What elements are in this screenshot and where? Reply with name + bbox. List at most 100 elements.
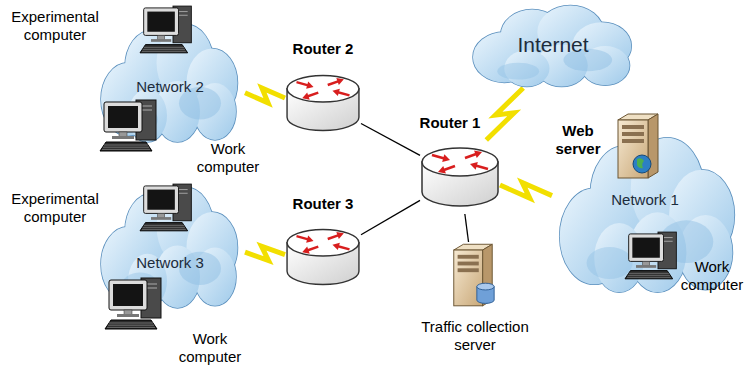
link-line (465, 214, 469, 242)
pc-screen (147, 190, 175, 210)
network-label: Network 1 (580, 191, 710, 209)
pc-keys (143, 49, 185, 50)
pc-monitor (144, 186, 179, 214)
pc-keys (104, 145, 148, 146)
pc-keys (103, 147, 149, 148)
router-label: Router 3 (280, 195, 366, 213)
pc-keys (142, 51, 186, 52)
server-bay (622, 132, 644, 136)
pc-keys (144, 47, 184, 48)
device-label: Work computer (188, 140, 268, 176)
server-bay (458, 268, 479, 272)
pc-shape (140, 2, 195, 56)
device-label: Experimental computer (3, 190, 107, 226)
pc-keys (629, 273, 669, 274)
server-shape (448, 242, 498, 310)
pc-keys (142, 229, 186, 230)
pc-screen (108, 106, 138, 128)
pc-base (117, 314, 139, 317)
pc-base (112, 136, 134, 139)
network-cloud: Network 2Experimental computerWork compu… (95, 22, 245, 144)
pc-keyboard (105, 320, 157, 329)
router-icon: Router 3 (285, 222, 361, 292)
router-shape (420, 140, 500, 214)
pc-keyboard (140, 223, 188, 231)
pc-keys (144, 225, 184, 226)
pc-monitor (629, 234, 664, 261)
router-arrowhead (442, 154, 450, 162)
router-arrowhead (336, 232, 344, 239)
router-arrowhead (470, 162, 478, 170)
server-bay (458, 255, 479, 259)
router-arrowhead (438, 166, 446, 174)
router-top (287, 76, 359, 102)
cloud-fill (473, 5, 631, 86)
pc-shape (100, 98, 160, 152)
router-arrowhead (336, 78, 344, 85)
wireless-link (500, 182, 552, 198)
router-arrowhead (302, 246, 310, 253)
router-top (422, 148, 498, 176)
pc-keyboard (100, 142, 152, 151)
computer-icon: Work computer (100, 98, 160, 152)
router-arrows (432, 151, 488, 174)
link-line (361, 124, 420, 156)
pc-base (151, 217, 171, 220)
pc-keys (143, 227, 185, 228)
pc-keys (108, 325, 154, 326)
device-label: Work computer (170, 330, 250, 366)
router-arrowhead (332, 89, 339, 96)
computer-icon: Work computer (625, 228, 680, 282)
globe-land (637, 158, 644, 168)
pc-keys (628, 275, 670, 276)
router-icon: Router 2 (285, 68, 361, 138)
cloud-fill (101, 187, 238, 308)
pc-screen (147, 12, 175, 32)
router-arrowhead (302, 92, 310, 99)
router-shape (285, 222, 361, 292)
cloud-outline (101, 24, 238, 142)
globe-icon (633, 155, 651, 173)
pc-keyboard (625, 271, 673, 279)
router-arrowhead (332, 243, 339, 250)
network-cloud: Network 3Experimental computerWork compu… (95, 185, 245, 310)
wireless-link (486, 88, 523, 140)
database-top (477, 283, 494, 290)
device-label: Experimental computer (3, 8, 107, 44)
router-icon: Router 1 (420, 140, 500, 214)
pc-keys (107, 327, 155, 328)
server-icon: Traffic collection server (448, 242, 498, 310)
pc-shape (625, 228, 680, 282)
computer-icon: Work computer (105, 276, 165, 330)
pc-base (151, 39, 171, 42)
router-label: Router 1 (410, 114, 490, 132)
router-label: Router 2 (280, 40, 366, 58)
network-label: Internet (478, 32, 628, 57)
server-bay (622, 125, 644, 129)
link-line (361, 200, 420, 234)
router-arrows (297, 78, 350, 100)
computer-icon: Experimental computer (140, 2, 195, 56)
pc-screen (113, 284, 143, 306)
pc-screen (632, 238, 660, 258)
pc-keys (627, 277, 671, 278)
pc-keys (102, 149, 150, 150)
pc-monitor (109, 280, 147, 310)
device-label: Traffic collection server (403, 318, 547, 354)
router-arrows (297, 232, 350, 254)
pc-base (636, 265, 656, 268)
router-arrowhead (306, 236, 313, 243)
router-shape (285, 68, 361, 138)
wireless-link (245, 88, 285, 103)
network-label: Network 2 (110, 78, 230, 96)
computer-icon: Experimental computer (140, 180, 195, 234)
pc-keyboard (140, 45, 188, 53)
pc-keys (109, 323, 153, 324)
pc-shape (105, 276, 165, 330)
router-top (287, 230, 359, 256)
cloud-outline (473, 5, 631, 86)
router-arrowhead (474, 151, 482, 159)
cloud-outline (101, 187, 238, 308)
device-label: Web server (546, 122, 610, 158)
